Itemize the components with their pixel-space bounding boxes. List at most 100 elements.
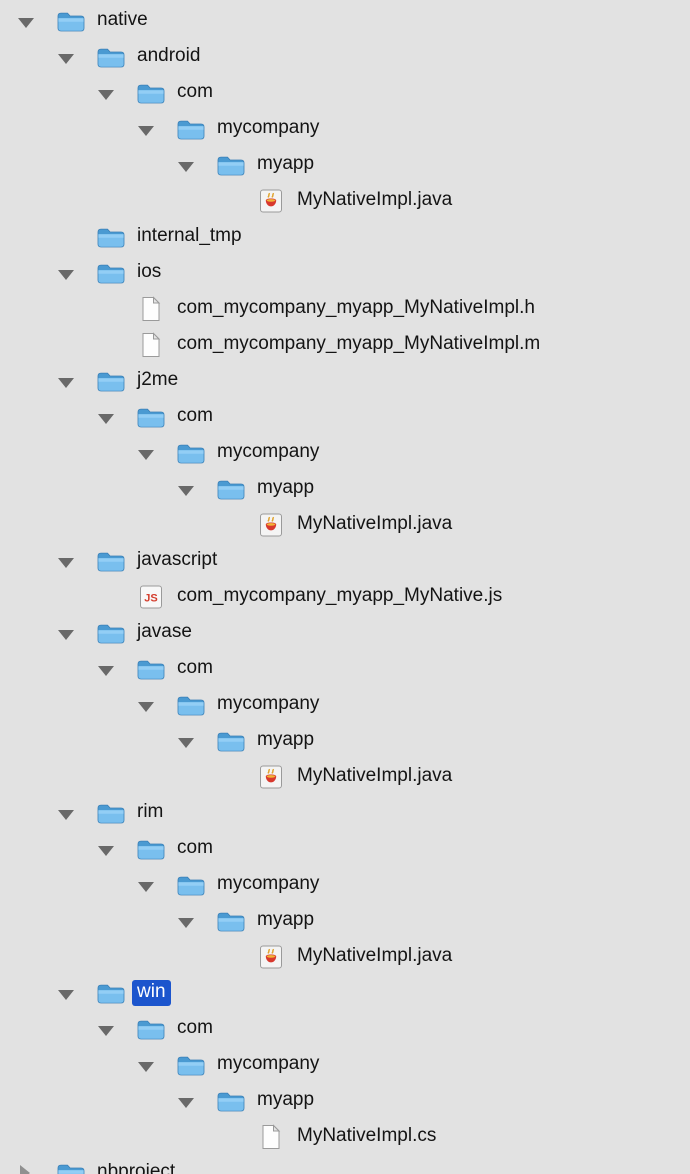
disclosure-triangle-expanded-icon[interactable] (96, 651, 136, 687)
tree-row[interactable]: com (0, 75, 690, 111)
tree-row[interactable]: MyNativeImpl.cs (0, 1119, 690, 1155)
expander-spacer (96, 579, 136, 615)
folder-icon (216, 907, 246, 935)
folder-icon (176, 1051, 206, 1079)
tree-row[interactable]: mycompany (0, 111, 690, 147)
folder-icon (96, 979, 126, 1007)
tree-row[interactable]: javase (0, 615, 690, 651)
tree-item-label: javase (137, 621, 192, 642)
folder-icon (176, 691, 206, 719)
folder-icon (176, 871, 206, 899)
tree-row[interactable]: com (0, 399, 690, 435)
tree-row[interactable]: nbproject (0, 1155, 690, 1174)
tree-row[interactable]: MyNativeImpl.java (0, 939, 690, 975)
disclosure-triangle-expanded-icon[interactable] (136, 1047, 176, 1083)
tree-row[interactable]: MyNativeImpl.java (0, 507, 690, 543)
tree-row[interactable]: mycompany (0, 867, 690, 903)
tree-row[interactable]: native (0, 3, 690, 39)
disclosure-triangle-expanded-icon[interactable] (96, 831, 136, 867)
java-source-icon (256, 763, 286, 791)
disclosure-triangle-collapsed-icon[interactable] (16, 1155, 56, 1174)
tree-item-label: rim (137, 801, 164, 822)
disclosure-triangle-expanded-icon[interactable] (176, 903, 216, 939)
disclosure-triangle-expanded-icon[interactable] (56, 975, 96, 1011)
tree-row[interactable]: javascript (0, 543, 690, 579)
disclosure-triangle-expanded-icon[interactable] (136, 111, 176, 147)
disclosure-triangle-expanded-icon[interactable] (56, 255, 96, 291)
tree-row[interactable]: myapp (0, 723, 690, 759)
tree-row[interactable]: internal_tmp (0, 219, 690, 255)
tree-item-label: nbproject (97, 1161, 176, 1174)
disclosure-triangle-expanded-icon[interactable] (176, 723, 216, 759)
disclosure-triangle-expanded-icon[interactable] (176, 147, 216, 183)
disclosure-triangle-expanded-icon[interactable] (136, 867, 176, 903)
tree-row[interactable]: MyNativeImpl.java (0, 759, 690, 795)
folder-icon (136, 403, 166, 431)
java-source-icon (256, 511, 286, 539)
disclosure-triangle-expanded-icon[interactable] (56, 615, 96, 651)
tree-item-label: j2me (137, 369, 179, 390)
java-source-icon (256, 943, 286, 971)
disclosure-triangle-expanded-icon[interactable] (96, 75, 136, 111)
tree-item-label: android (137, 45, 201, 66)
tree-row[interactable]: myapp (0, 147, 690, 183)
expander-spacer (216, 759, 256, 795)
disclosure-triangle-expanded-icon[interactable] (56, 363, 96, 399)
tree-item-label: com (177, 1017, 213, 1038)
tree-item-label: MyNativeImpl.cs (297, 1125, 437, 1146)
tree-item-label: MyNativeImpl.java (297, 513, 453, 534)
tree-row[interactable]: myapp (0, 903, 690, 939)
tree-item-label: ios (137, 261, 162, 282)
tree-row[interactable]: j2me (0, 363, 690, 399)
tree-row[interactable]: MyNativeImpl.java (0, 183, 690, 219)
tree-row[interactable]: ios (0, 255, 690, 291)
tree-row[interactable]: mycompany (0, 1047, 690, 1083)
tree-row[interactable]: com (0, 651, 690, 687)
tree-row[interactable]: com_mycompany_myapp_MyNativeImpl.h (0, 291, 690, 327)
disclosure-triangle-expanded-icon[interactable] (56, 795, 96, 831)
folder-icon (216, 151, 246, 179)
expander-spacer (96, 291, 136, 327)
tree-row[interactable]: win (0, 975, 690, 1011)
folder-icon (96, 223, 126, 251)
tree-row[interactable]: com (0, 1011, 690, 1047)
tree-row[interactable]: rim (0, 795, 690, 831)
disclosure-triangle-expanded-icon[interactable] (96, 1011, 136, 1047)
disclosure-triangle-expanded-icon[interactable] (176, 1083, 216, 1119)
folder-icon (216, 1087, 246, 1115)
folder-icon (56, 7, 86, 35)
tree-item-label: com_mycompany_myapp_MyNative.js (177, 585, 503, 606)
folder-icon (96, 619, 126, 647)
tree-item-label: com (177, 837, 213, 858)
tree-item-label: com (177, 81, 213, 102)
expander-spacer (56, 219, 96, 255)
tree-item-label: mycompany (217, 873, 320, 894)
disclosure-triangle-expanded-icon[interactable] (56, 39, 96, 75)
folder-icon (96, 43, 126, 71)
tree-item-label: mycompany (217, 693, 320, 714)
tree-row[interactable]: JS com_mycompany_myapp_MyNative.js (0, 579, 690, 615)
tree-row[interactable]: android (0, 39, 690, 75)
tree-row[interactable]: mycompany (0, 435, 690, 471)
tree-row[interactable]: com_mycompany_myapp_MyNativeImpl.m (0, 327, 690, 363)
tree-item-label: win (132, 980, 171, 1006)
expander-spacer (216, 183, 256, 219)
svg-text:JS: JS (144, 593, 157, 605)
disclosure-triangle-expanded-icon[interactable] (16, 3, 56, 39)
tree-item-label: com_mycompany_myapp_MyNativeImpl.h (177, 297, 535, 318)
disclosure-triangle-expanded-icon[interactable] (136, 435, 176, 471)
tree-item-label: myapp (257, 1089, 315, 1110)
disclosure-triangle-expanded-icon[interactable] (136, 687, 176, 723)
tree-row[interactable]: com (0, 831, 690, 867)
tree-item-label: MyNativeImpl.java (297, 189, 453, 210)
disclosure-triangle-expanded-icon[interactable] (56, 543, 96, 579)
tree-row[interactable]: myapp (0, 1083, 690, 1119)
tree-item-label: javascript (137, 549, 218, 570)
disclosure-triangle-expanded-icon[interactable] (96, 399, 136, 435)
tree-row[interactable]: mycompany (0, 687, 690, 723)
tree-row[interactable]: myapp (0, 471, 690, 507)
disclosure-triangle-expanded-icon[interactable] (176, 471, 216, 507)
folder-icon (96, 367, 126, 395)
tree-item-label: com (177, 657, 213, 678)
